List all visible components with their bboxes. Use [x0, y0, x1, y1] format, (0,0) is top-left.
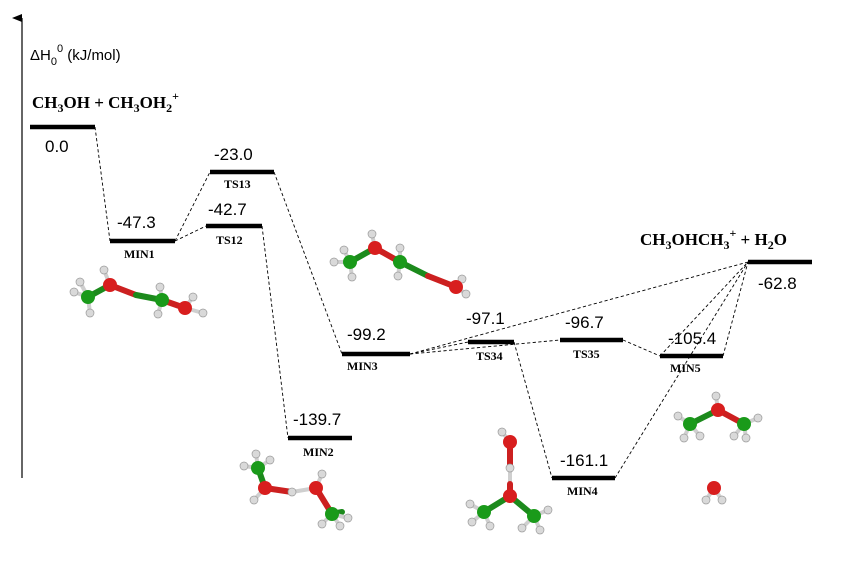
connector-ts12-min2 [261, 225, 289, 439]
connector-min3-product [409, 261, 749, 355]
connector-min1-ts13 [174, 171, 211, 242]
molecule-min3 [329, 229, 471, 299]
value-min3: -99.2 [347, 325, 386, 344]
level-ts34: -97.1 TS34 [466, 309, 514, 363]
level-ts35: -96.7 TS35 [560, 313, 623, 361]
label-min1: MIN1 [124, 247, 155, 261]
connector-min3-ts35 [409, 339, 561, 355]
level-min4: -161.1 MIN4 [552, 451, 615, 498]
level-ts12: -42.7 TS12 [206, 200, 262, 247]
molecule-min4 [465, 427, 553, 535]
value-product: -62.8 [758, 274, 797, 293]
connector-min5-product-a [722, 261, 749, 357]
connector-min4-product [614, 261, 749, 479]
label-min4: MIN4 [567, 484, 598, 498]
value-min2: -139.7 [293, 410, 341, 429]
label-min2: MIN2 [303, 445, 334, 459]
value-min1: -47.3 [117, 213, 156, 232]
label-ts13: TS13 [224, 177, 251, 191]
value-min5: -105.4 [668, 329, 716, 348]
molecule-min5 [673, 391, 763, 505]
product-formula: CH3OHCH3+ + H2O [640, 226, 787, 252]
molecule-min2 [239, 449, 353, 531]
value-reactant: 0.0 [45, 137, 69, 156]
level-ts13: -23.0 TS13 [210, 145, 274, 191]
level-product: -62.8 [748, 259, 812, 293]
value-ts13: -23.0 [214, 145, 253, 164]
reactant-formula: CH3OH + CH3OH2+ [32, 89, 179, 115]
value-min4: -161.1 [560, 451, 608, 470]
connector-r-min1 [94, 126, 111, 242]
value-ts34: -97.1 [466, 309, 505, 328]
label-ts12: TS12 [216, 233, 243, 247]
level-min5: -105.4 MIN5 [660, 329, 723, 375]
value-ts12: -42.7 [208, 200, 247, 219]
label-min3: MIN3 [347, 359, 378, 373]
molecule-min1 [69, 265, 208, 319]
connector-min3-ts34 [409, 341, 469, 355]
value-ts35: -96.7 [565, 313, 604, 332]
label-ts34: TS34 [476, 349, 503, 363]
level-min1: -47.3 MIN1 [110, 213, 175, 261]
level-min2: -139.7 MIN2 [288, 410, 352, 459]
level-min3: -99.2 MIN3 [342, 325, 410, 373]
connector-ts34-min4 [513, 341, 553, 479]
level-reactant: 0.0 [30, 124, 95, 156]
connectors [94, 126, 749, 479]
y-axis-label: ΔH00 (kJ/mol) [30, 43, 121, 68]
connector-ts13-min3 [273, 171, 343, 355]
connector-min5-product-b [659, 261, 749, 357]
connector-ts35-min5 [622, 339, 661, 357]
label-min5: MIN5 [670, 361, 701, 375]
label-ts35: TS35 [573, 347, 600, 361]
connector-min1-ts12 [174, 225, 207, 242]
